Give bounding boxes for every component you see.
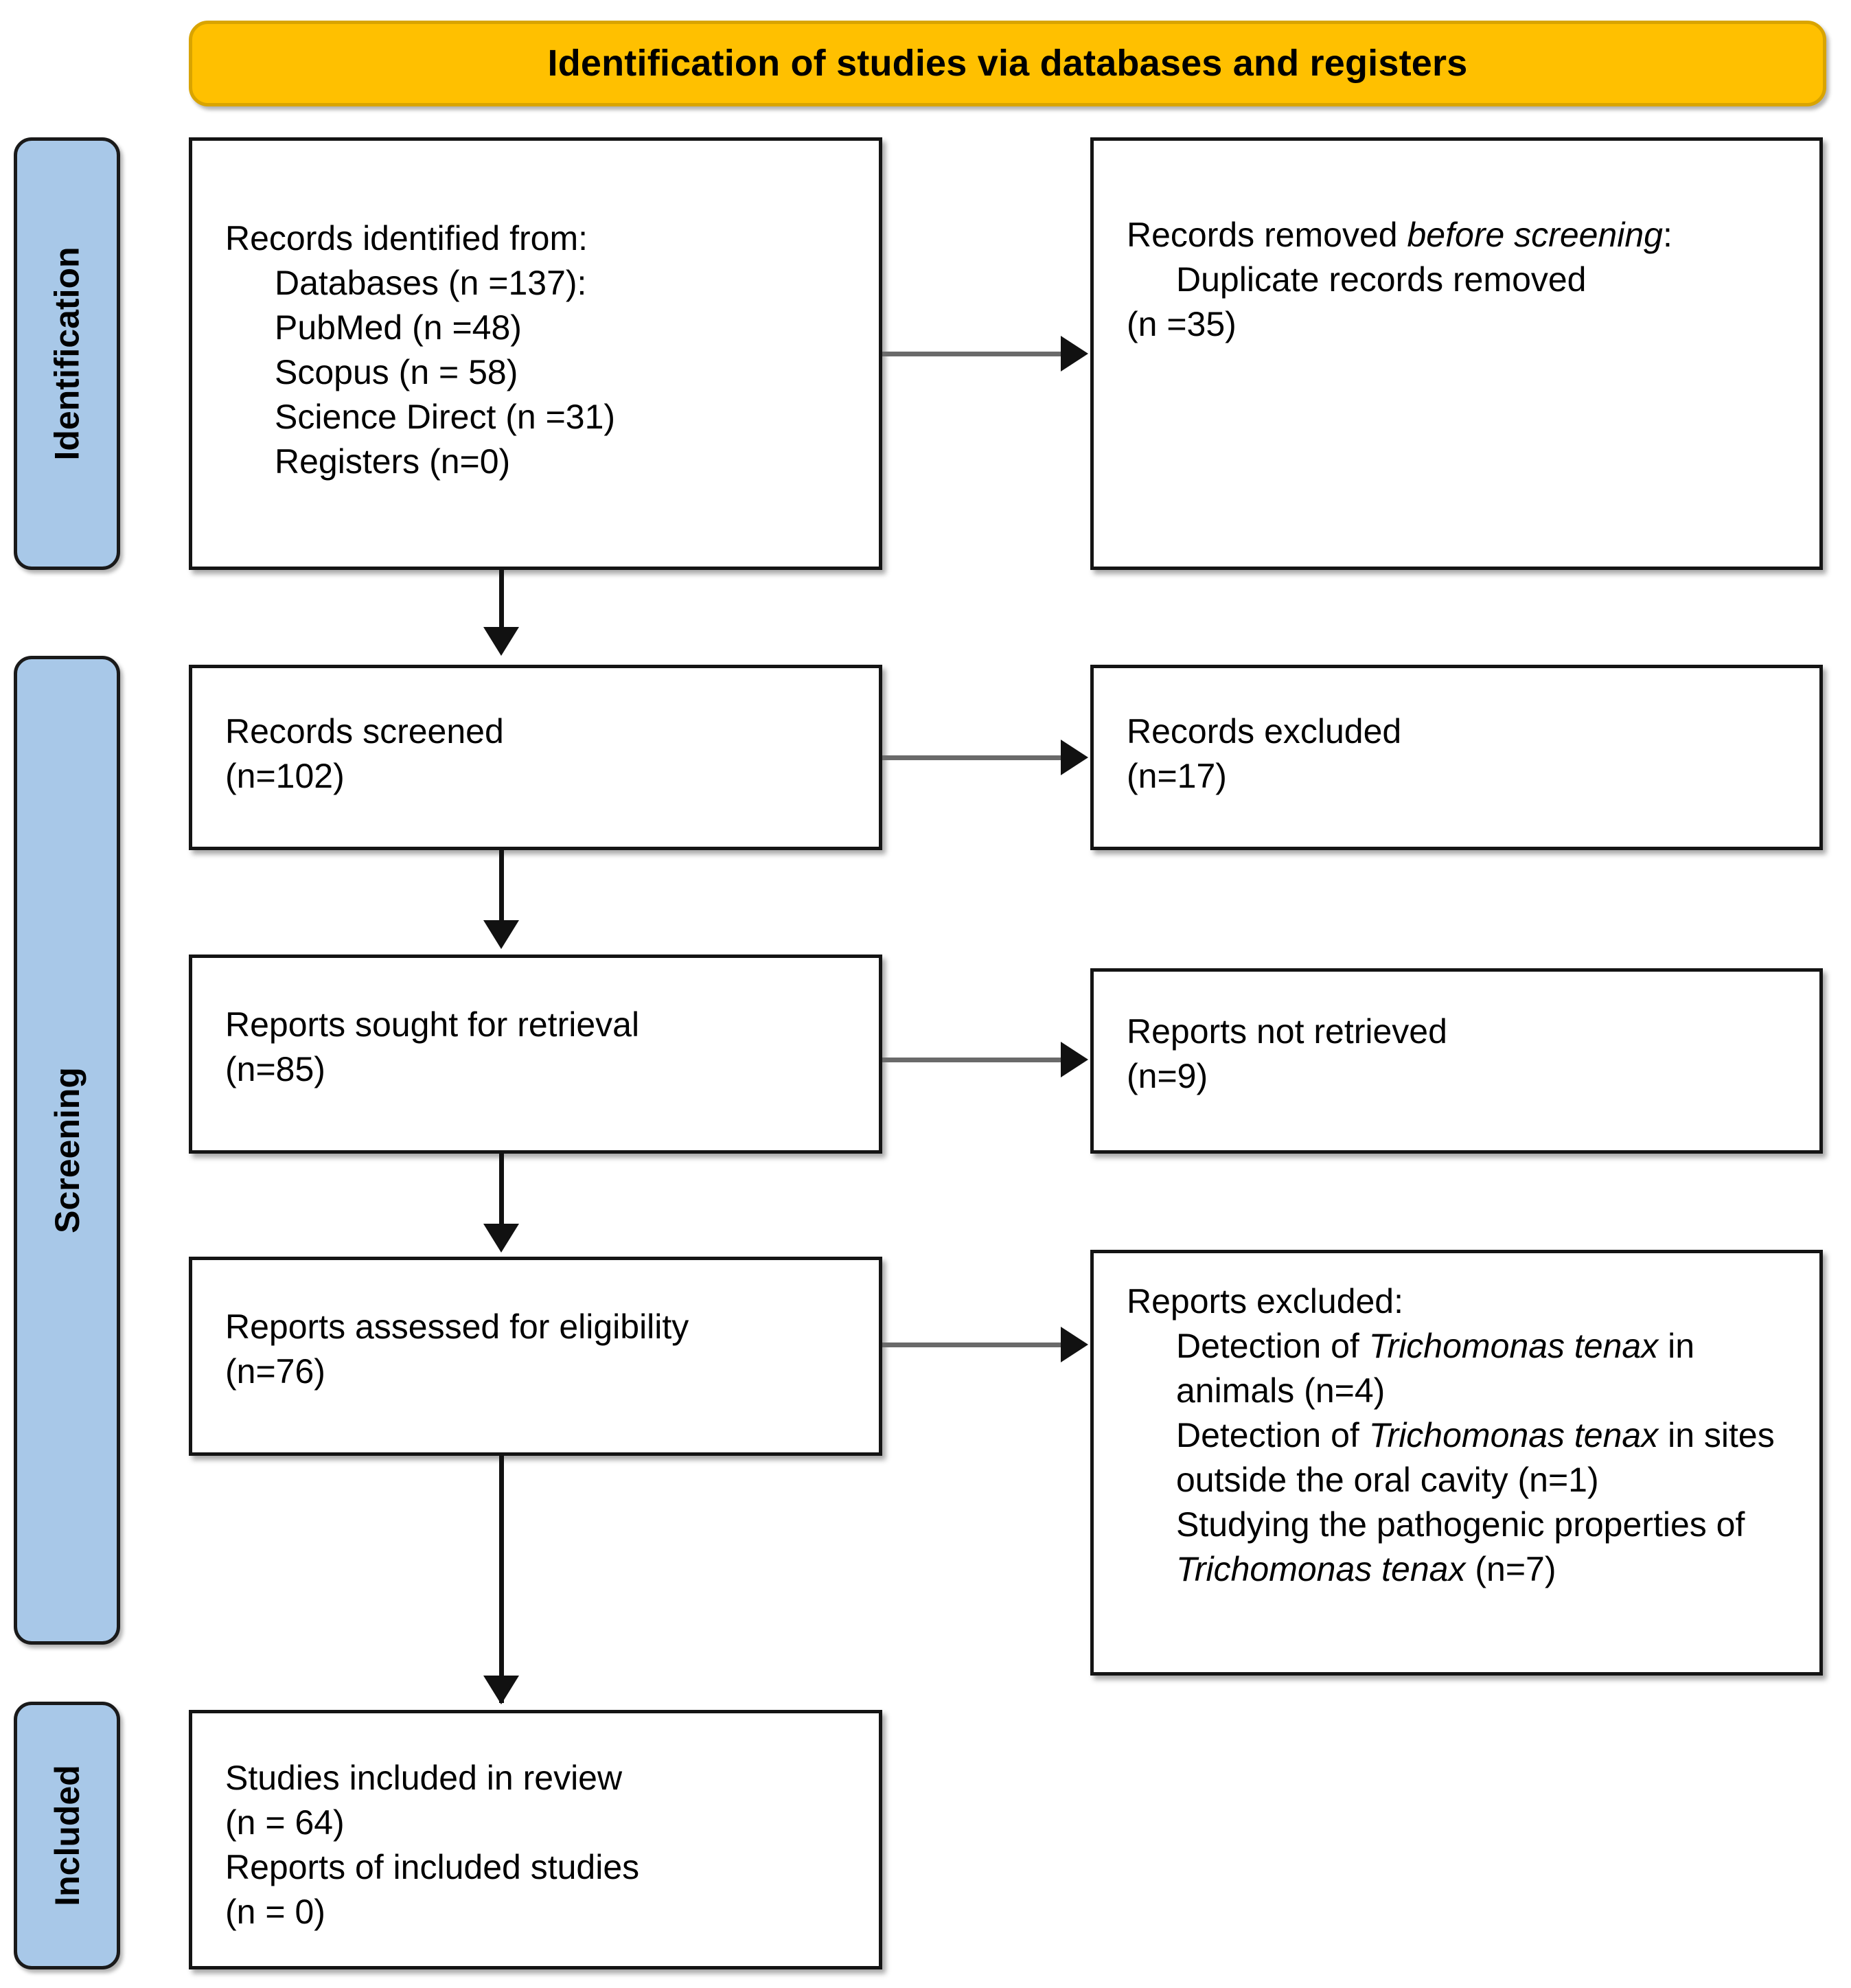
node-records-excluded: Records excluded (n=17) <box>1090 665 1823 850</box>
reports-excluded-heading: Reports excluded: <box>1127 1282 1404 1321</box>
node-records-removed: Records removed before screening: Duplic… <box>1090 137 1823 570</box>
reports-sought-line-2: (n=85) <box>225 1050 325 1088</box>
records-screened-line-1: Records screened <box>225 712 504 751</box>
node-studies-included-text: Studies included in review (n = 64) Repo… <box>225 1756 861 1934</box>
records-identified-item-0: Databases (n =137): <box>275 264 587 302</box>
node-studies-included: Studies included in review (n = 64) Repo… <box>189 1710 882 1969</box>
node-records-removed-text: Records removed before screening: Duplic… <box>1127 213 1802 347</box>
records-screened-line-2: (n=102) <box>225 757 345 795</box>
reports-excluded-reason-0-post: in animals (n=4) <box>1176 1327 1695 1410</box>
connector-sought-to-not-retrieved-line <box>882 1058 1069 1062</box>
records-identified-heading: Records identified from: <box>225 219 588 258</box>
node-reports-not-retrieved-text: Reports not retrieved (n=9) <box>1127 1009 1802 1099</box>
connector-assessed-to-included-line <box>499 1456 504 1703</box>
reports-excluded-reason-2: Studying the pathogenic properties of Tr… <box>1127 1503 1802 1592</box>
connector-identified-to-screened-line <box>499 570 504 632</box>
connector-identified-to-removed-line <box>882 352 1069 356</box>
studies-included-line-3: Reports of included studies <box>225 1848 640 1886</box>
phase-pill-identification: Identification <box>14 137 120 570</box>
node-records-identified: Records identified from: Databases (n =1… <box>189 137 882 570</box>
node-records-screened: Records screened (n=102) <box>189 665 882 850</box>
connector-sought-to-not-retrieved-arrow <box>1061 1042 1088 1077</box>
connector-screened-to-sought-line <box>499 850 504 924</box>
phase-pill-screening: Screening <box>14 656 120 1645</box>
records-identified-item-3: Science Direct (n =31) <box>275 398 616 436</box>
reports-not-retrieved-line-1: Reports not retrieved <box>1127 1012 1447 1051</box>
reports-excluded-reason-0-pre: Detection of <box>1176 1327 1369 1365</box>
studies-included-line-4: (n = 0) <box>225 1893 325 1931</box>
reports-sought-line-1: Reports sought for retrieval <box>225 1005 640 1044</box>
connector-sought-to-assessed-line <box>499 1154 504 1228</box>
node-reports-not-retrieved: Reports not retrieved (n=9) <box>1090 968 1823 1154</box>
reports-excluded-reason-1-italic: Trichomonas tenax <box>1368 1416 1659 1454</box>
connector-identified-to-screened-arrow <box>483 627 519 656</box>
node-reports-excluded: Reports excluded: Detection of Trichomon… <box>1090 1250 1823 1676</box>
phase-pill-identification-label: Identification <box>47 247 87 461</box>
records-excluded-line-1: Records excluded <box>1127 712 1402 751</box>
connector-screened-to-sought-arrow <box>483 920 519 949</box>
reports-excluded-reason-2-pre: Studying the pathogenic properties of <box>1176 1505 1745 1544</box>
records-identified-item-2: Scopus (n = 58) <box>275 353 518 391</box>
records-removed-heading: Records removed before screening: <box>1127 213 1802 258</box>
phase-pill-included: Included <box>14 1702 120 1969</box>
reports-not-retrieved-line-2: (n=9) <box>1127 1057 1208 1095</box>
phase-pill-included-label: Included <box>47 1765 87 1906</box>
reports-assessed-line-1: Reports assessed for eligibility <box>225 1307 689 1346</box>
node-reports-sought: Reports sought for retrieval (n=85) <box>189 955 882 1154</box>
connector-assessed-to-excluded-line <box>882 1343 1069 1347</box>
phase-banner-identification: Identification of studies via databases … <box>189 21 1826 106</box>
connector-assessed-to-included-arrow <box>483 1676 519 1704</box>
connector-screened-to-excluded-arrow <box>1061 740 1088 775</box>
records-removed-heading-italic: before screening <box>1407 216 1663 254</box>
reports-excluded-reason-2-italic: Trichomonas tenax <box>1176 1550 1466 1588</box>
connector-assessed-to-excluded-arrow <box>1061 1327 1088 1362</box>
reports-excluded-reason-0: Detection of Trichomonas tenax in animal… <box>1127 1324 1802 1413</box>
records-removed-heading-plain: Records removed <box>1127 216 1407 254</box>
node-reports-assessed-text: Reports assessed for eligibility (n=76) <box>225 1305 861 1394</box>
records-removed-item-0: Duplicate records removed <box>1176 260 1587 299</box>
studies-included-line-1: Studies included in review <box>225 1759 623 1797</box>
records-removed-item-1: (n =35) <box>1127 305 1237 343</box>
reports-excluded-reason-1-post: in sites outside the oral cavity (n=1) <box>1176 1416 1775 1499</box>
reports-assessed-line-2: (n=76) <box>225 1352 325 1391</box>
records-identified-item-1: PubMed (n =48) <box>275 308 522 347</box>
phase-pill-screening-label: Screening <box>47 1067 87 1233</box>
connector-screened-to-excluded-line <box>882 755 1069 760</box>
node-reports-assessed: Reports assessed for eligibility (n=76) <box>189 1257 882 1456</box>
records-removed-heading-tail: : <box>1662 216 1672 254</box>
node-reports-sought-text: Reports sought for retrieval (n=85) <box>225 1003 861 1092</box>
phase-banner-title: Identification of studies via databases … <box>547 42 1468 84</box>
records-identified-item-4: Registers (n=0) <box>275 442 511 481</box>
reports-excluded-reason-1: Detection of Trichomonas tenax in sites … <box>1127 1413 1802 1503</box>
reports-excluded-reason-2-post: (n=7) <box>1465 1550 1556 1588</box>
node-records-screened-text: Records screened (n=102) <box>225 709 861 799</box>
connector-identified-to-removed-arrow <box>1061 336 1088 372</box>
node-records-excluded-text: Records excluded (n=17) <box>1127 709 1802 799</box>
node-reports-excluded-text: Reports excluded: Detection of Trichomon… <box>1127 1279 1802 1592</box>
node-records-identified-text: Records identified from: Databases (n =1… <box>225 216 861 484</box>
studies-included-line-2: (n = 64) <box>225 1803 345 1842</box>
reports-excluded-reason-0-italic: Trichomonas tenax <box>1368 1327 1659 1365</box>
reports-excluded-reason-1-pre: Detection of <box>1176 1416 1369 1454</box>
connector-sought-to-assessed-arrow <box>483 1224 519 1253</box>
records-excluded-line-2: (n=17) <box>1127 757 1227 795</box>
